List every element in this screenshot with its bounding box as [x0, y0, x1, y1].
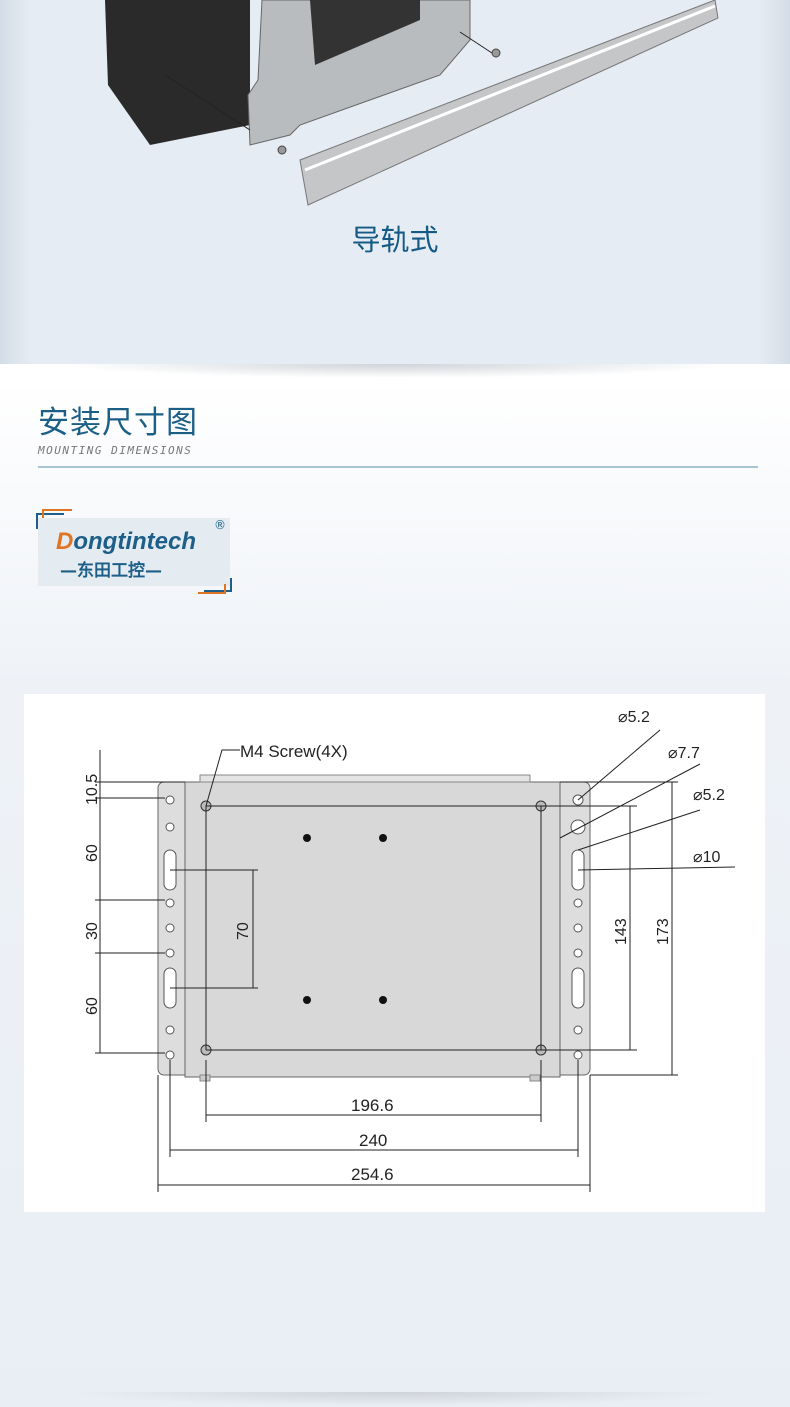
- dim-label: 254.6: [351, 1165, 394, 1184]
- hole-label: ⌀7.7: [668, 745, 700, 762]
- hole-label: ⌀10: [693, 849, 721, 866]
- logo-corner: [204, 578, 232, 592]
- rail-mount-illustration: 导轨式: [0, 0, 790, 364]
- divider-shadow: [60, 1392, 730, 1406]
- bottom-dimension-lines: [157, 1060, 591, 1192]
- dim-label: 30: [84, 922, 101, 940]
- device-foot: [529, 1074, 541, 1082]
- screw-guide-line: [164, 74, 251, 131]
- device-body: [184, 781, 561, 1078]
- screw-pattern-lines: [205, 805, 542, 1051]
- logo-corner: [36, 513, 64, 529]
- logo-corner: [198, 584, 226, 594]
- screw-icon: [277, 145, 287, 155]
- screw-icon: [491, 48, 501, 58]
- rail-highlight: [304, 4, 716, 172]
- bracket-cutout: [310, 0, 420, 65]
- hole-label: ⌀5.2: [618, 709, 650, 726]
- brand-logo: Dongtintech ® —东田工控—: [38, 518, 230, 586]
- section-subtitle: MOUNTING DIMENSIONS: [38, 444, 193, 457]
- leader-lines: [205, 729, 736, 871]
- dim-label: 240: [359, 1131, 387, 1150]
- left-dimension-lines: [95, 750, 258, 1054]
- rail-mount-drawing: [105, 0, 719, 206]
- dim-label: 60: [84, 844, 101, 862]
- hole-label: ⌀5.2: [693, 787, 725, 804]
- mounting-bracket: [247, 0, 471, 146]
- device-foot: [199, 1074, 211, 1082]
- logo-wordmark-rest: ongtintech: [73, 528, 196, 555]
- screw-guide-line: [459, 31, 496, 56]
- logo-wordmark: Dongtintech: [56, 528, 196, 556]
- divider-shadow: [60, 364, 730, 378]
- logo-chinese-name: —东田工控—: [60, 561, 162, 581]
- logo-corner: [42, 509, 72, 519]
- screw-label: M4 Screw(4X): [240, 742, 348, 761]
- dimension-drawing-svg: M4 Screw(4X) ⌀5.2 ⌀7.7 ⌀5.2 ⌀10 10.5 60 …: [84, 709, 736, 1192]
- din-rail: [299, 0, 719, 206]
- section-title: 安装尺寸图: [38, 405, 198, 441]
- logo-initial: D: [56, 528, 74, 555]
- body-mounting-points: [303, 834, 387, 1004]
- top-connectors: [199, 774, 531, 783]
- dim-label: 173: [655, 918, 672, 945]
- rail-mount-caption: 导轨式: [351, 223, 439, 257]
- right-dimension-lines: [541, 781, 678, 1076]
- mounting-dimensions-drawing: M4 Screw(4X) ⌀5.2 ⌀7.7 ⌀5.2 ⌀10 10.5 60 …: [24, 694, 765, 1212]
- dim-label: 60: [84, 997, 101, 1015]
- dim-label: 70: [235, 922, 252, 940]
- dim-label: 196.6: [351, 1096, 394, 1115]
- dim-label: 10.5: [84, 774, 101, 805]
- dim-label: 143: [613, 918, 630, 945]
- registered-mark: ®: [214, 518, 226, 532]
- title-divider: [38, 466, 758, 468]
- flange-holes: [163, 794, 586, 1060]
- device-body: [105, 0, 250, 145]
